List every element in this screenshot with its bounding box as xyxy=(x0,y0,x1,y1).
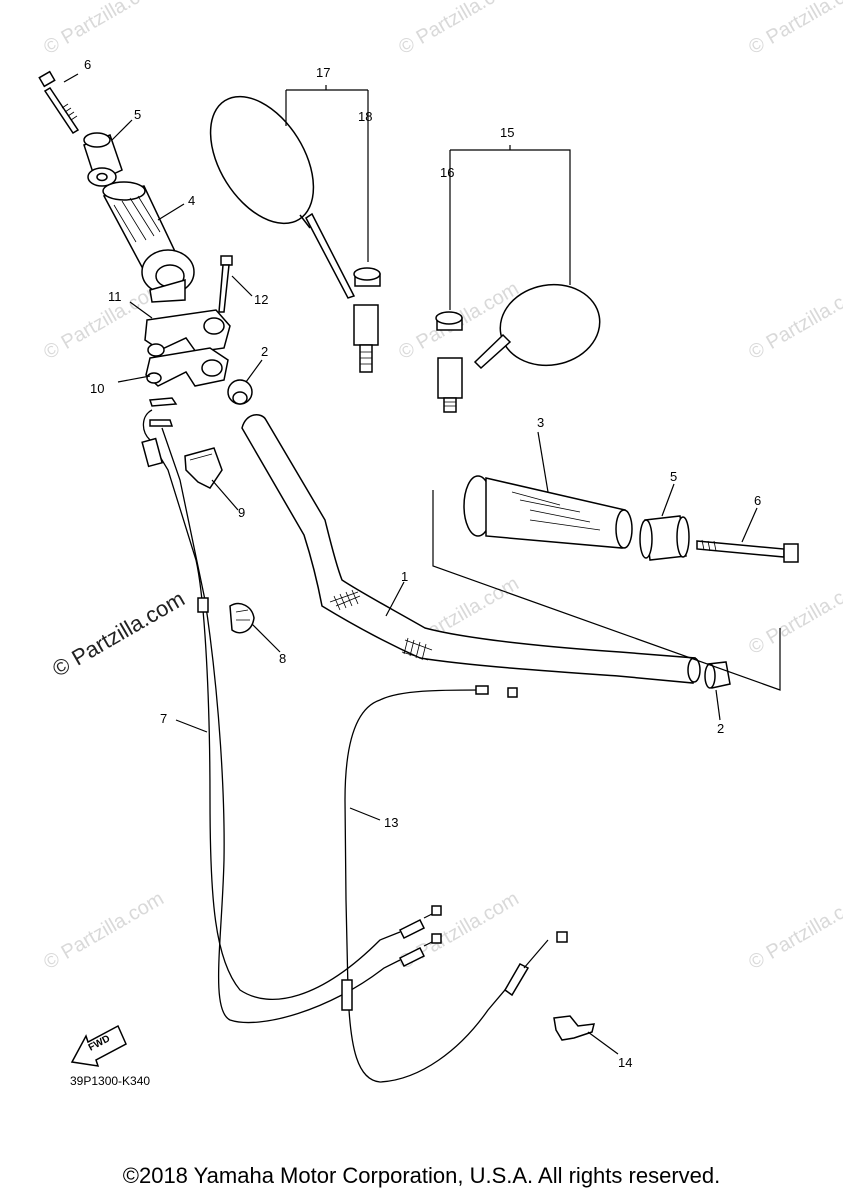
diagram-code: 39P1300-K340 xyxy=(70,1074,151,1088)
callout-5-right: 5 xyxy=(670,469,678,484)
cable-clip-14 xyxy=(553,1015,595,1041)
bar-end-weight-left xyxy=(83,132,123,187)
callout-6: 6 xyxy=(84,57,92,72)
callout-14: 14 xyxy=(618,1055,633,1070)
callout-5: 5 xyxy=(134,107,142,122)
throttle-cables xyxy=(141,397,442,1024)
mirror-cap-left xyxy=(353,267,381,287)
handlebar-collar-right xyxy=(704,661,731,689)
copyright-notice: ©2018 Yamaha Motor Corporation, U.S.A. A… xyxy=(122,1163,721,1188)
callout-12: 12 xyxy=(254,292,269,307)
handlebar xyxy=(241,414,701,684)
callout-15: 15 xyxy=(500,125,515,140)
callout-18: 18 xyxy=(358,109,373,124)
callout-2-right: 2 xyxy=(717,721,725,736)
callout-1: 1 xyxy=(401,569,409,584)
grip-right xyxy=(463,475,633,549)
bar-end-weight-right xyxy=(639,515,690,561)
callout-11: 11 xyxy=(108,289,122,304)
cable-clamp-9 xyxy=(184,447,223,489)
callout-7: 7 xyxy=(160,711,168,726)
bar-end-bolt-left xyxy=(38,70,80,135)
fwd-arrow-icon xyxy=(70,1024,127,1067)
cable-clamp-8 xyxy=(229,602,255,634)
mirror-left xyxy=(209,95,379,373)
callout-10: 10 xyxy=(90,381,105,396)
throttle-housing xyxy=(144,309,231,387)
callout-9: 9 xyxy=(238,505,246,520)
screw xyxy=(218,255,233,313)
callout-6-right: 6 xyxy=(754,493,762,508)
callout-3: 3 xyxy=(537,415,545,430)
mirror-cap-right xyxy=(435,311,463,331)
mirror-right xyxy=(437,283,601,413)
bar-end-bolt-right xyxy=(696,539,799,563)
grip-assembly-box xyxy=(432,490,781,691)
handlebar-collar-upper xyxy=(227,379,253,405)
callout-16: 16 xyxy=(440,165,455,180)
cable-13 xyxy=(341,685,568,1083)
callout-2-upper: 2 xyxy=(261,344,269,359)
throttle-grip xyxy=(102,181,195,303)
callout-17: 17 xyxy=(316,65,331,80)
callout-4: 4 xyxy=(188,193,196,208)
callout-13: 13 xyxy=(384,815,399,830)
callout-8: 8 xyxy=(279,651,287,666)
